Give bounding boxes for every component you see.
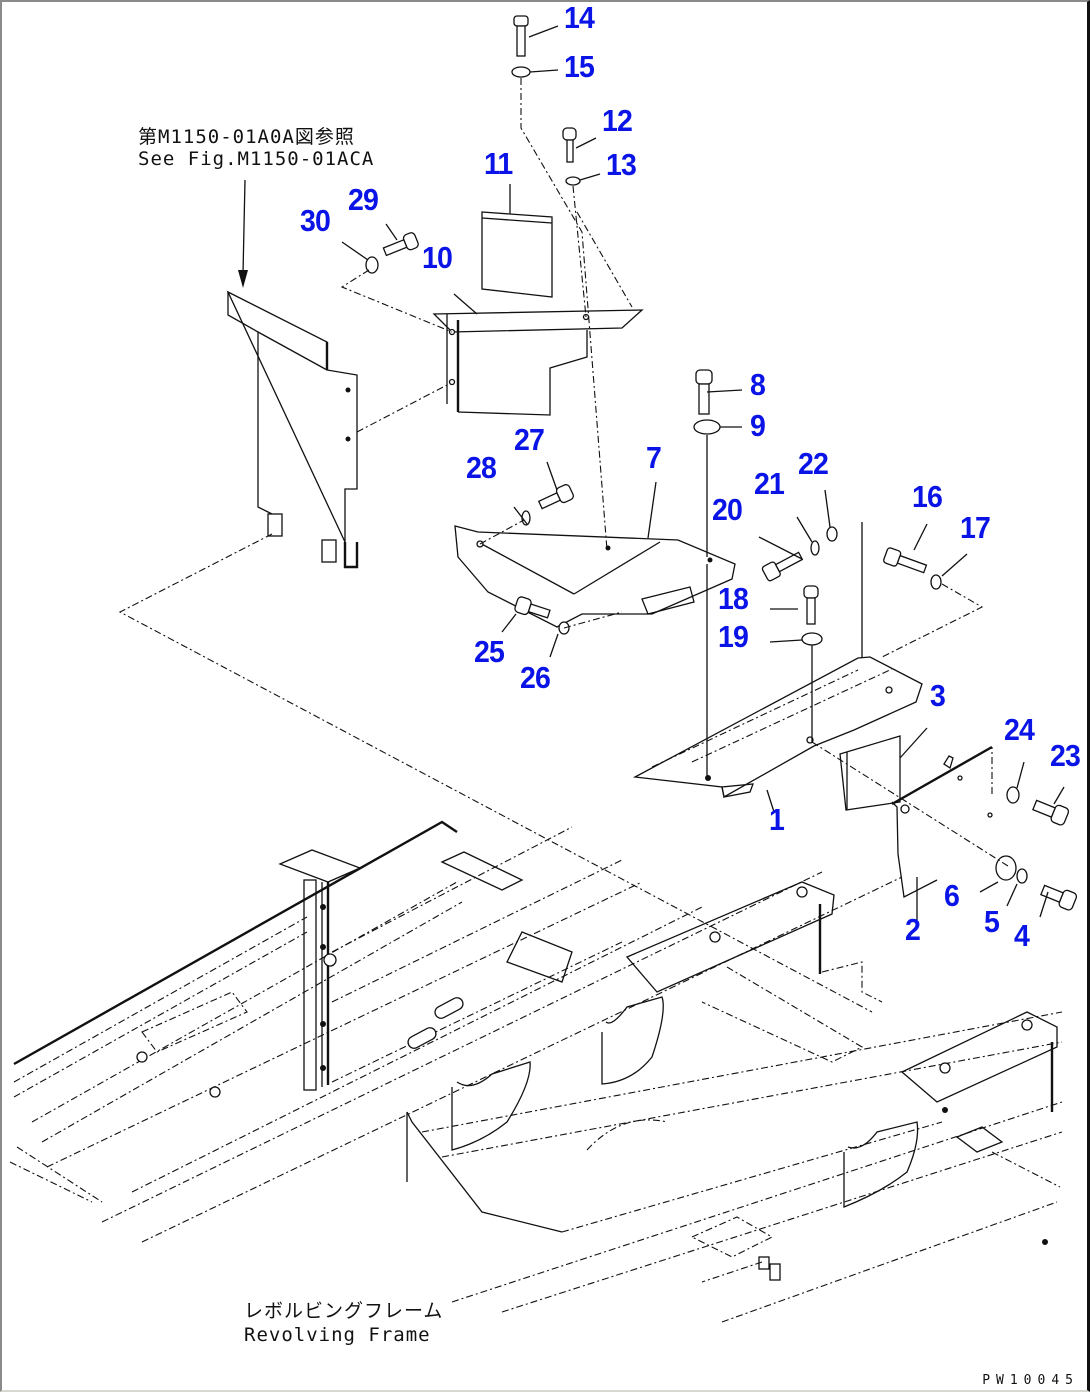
part-label-18[interactable]: 18 [718, 581, 749, 616]
part-label-3[interactable]: 3 [930, 678, 946, 713]
part-label-21[interactable]: 21 [754, 466, 785, 501]
part-label-13[interactable]: 13 [606, 147, 637, 182]
left-cover-plate [226, 290, 448, 569]
plate-2 [891, 745, 993, 898]
part-label-12[interactable]: 12 [602, 103, 633, 138]
part-label-26[interactable]: 26 [520, 660, 551, 695]
pad-11 [481, 211, 553, 298]
revolving-frame [9, 820, 1063, 1323]
part-label-14[interactable]: 14 [564, 0, 595, 35]
part-label-22[interactable]: 22 [798, 446, 829, 481]
part-label-7[interactable]: 7 [646, 440, 662, 475]
bracket-10 [432, 309, 644, 416]
part-label-29[interactable]: 29 [348, 182, 379, 217]
reference-arrow [238, 179, 248, 288]
part-label-27[interactable]: 27 [514, 422, 545, 457]
fasteners [365, 15, 1078, 911]
part-label-10[interactable]: 10 [422, 240, 453, 275]
part-label-2[interactable]: 2 [905, 912, 921, 947]
part-label-8[interactable]: 8 [750, 367, 766, 402]
reference-note-jp: 第M1150-01A0A図参照 [138, 126, 355, 148]
frame-note-en: Revolving Frame [244, 1324, 431, 1346]
part-label-4[interactable]: 4 [1014, 918, 1030, 953]
part-label-28[interactable]: 28 [466, 450, 497, 485]
pad-3 [839, 735, 901, 811]
part-label-19[interactable]: 19 [718, 619, 749, 654]
part-label-23[interactable]: 23 [1050, 738, 1081, 773]
part-label-25[interactable]: 25 [474, 634, 505, 669]
part-label-17[interactable]: 17 [960, 510, 991, 545]
leader-lines [118, 25, 1065, 1013]
part-label-5[interactable]: 5 [984, 904, 1000, 939]
part-label-6[interactable]: 6 [944, 878, 960, 913]
part-label-24[interactable]: 24 [1004, 712, 1035, 747]
part-label-20[interactable]: 20 [712, 492, 743, 527]
part-label-1[interactable]: 1 [769, 802, 785, 837]
part-label-15[interactable]: 15 [564, 49, 595, 84]
cover-1 [632, 656, 923, 799]
part-label-16[interactable]: 16 [912, 479, 943, 514]
part-label-30[interactable]: 30 [300, 203, 331, 238]
drawing-code: PW10045 [982, 1373, 1079, 1388]
cover-7 [454, 525, 736, 628]
part-label-11[interactable]: 11 [484, 146, 513, 181]
frame-note-jp: レボルビングフレーム [244, 1300, 444, 1322]
part-label-9[interactable]: 9 [750, 408, 766, 443]
reference-note-en: See Fig.M1150-01ACA [138, 148, 375, 170]
